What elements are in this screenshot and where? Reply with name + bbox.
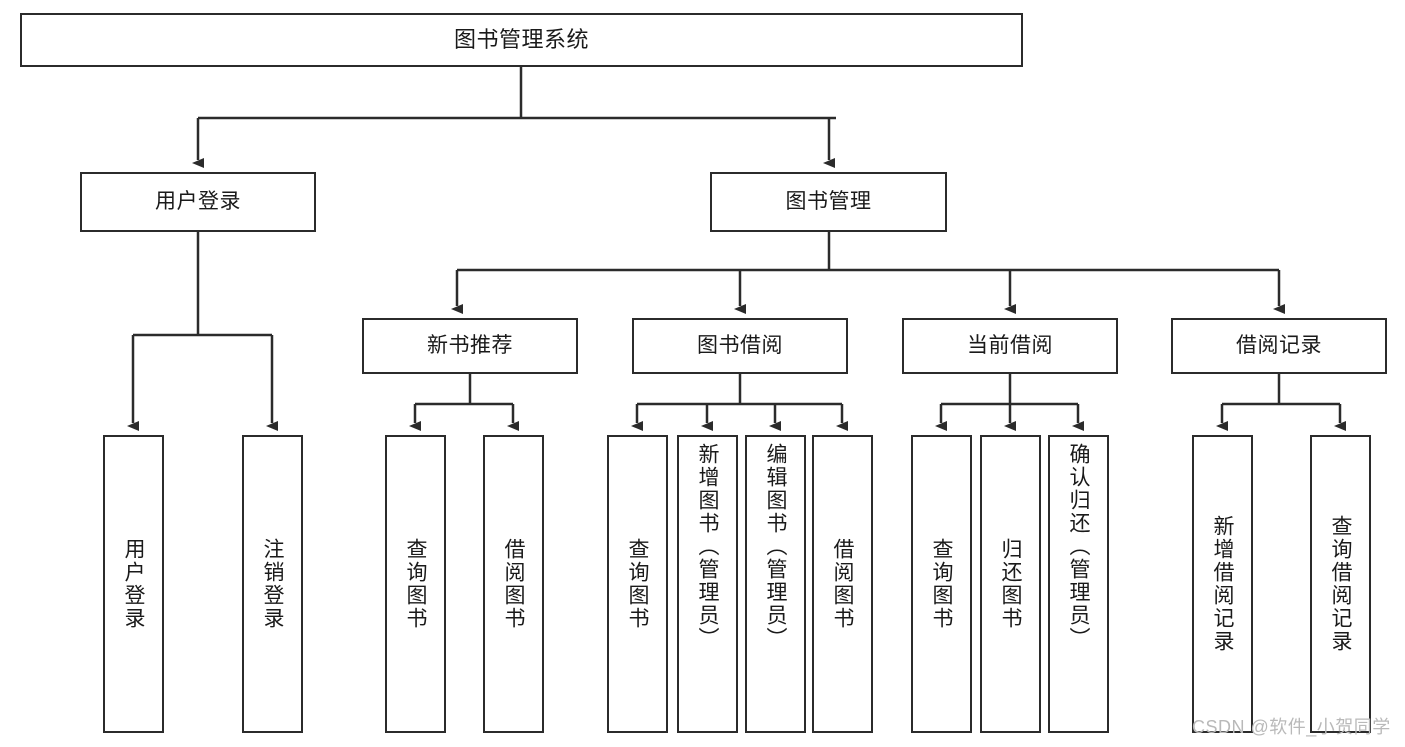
leaf-query-books-current[interactable]: 查询图书 <box>911 435 972 733</box>
node-current-borrowing[interactable]: 当前借阅 <box>902 318 1118 374</box>
leaf-add-book-admin[interactable]: 新增图书（管理员） <box>677 435 738 733</box>
node-label: 用户登录 <box>122 538 145 630</box>
node-label: 确认归还（管理员） <box>1067 443 1090 650</box>
node-label: 图书借阅 <box>697 333 783 357</box>
leaf-edit-book-admin[interactable]: 编辑图书（管理员） <box>745 435 806 733</box>
leaf-query-books-borrow[interactable]: 查询图书 <box>607 435 668 733</box>
node-root-book-management-system[interactable]: 图书管理系统 <box>20 13 1023 67</box>
node-label: 用户登录 <box>155 189 241 213</box>
node-label: 查询借阅记录 <box>1329 515 1352 653</box>
leaf-add-borrow-record[interactable]: 新增借阅记录 <box>1192 435 1253 733</box>
leaf-logout[interactable]: 注销登录 <box>242 435 303 733</box>
node-label: 借阅记录 <box>1236 333 1322 357</box>
node-user-login[interactable]: 用户登录 <box>80 172 316 232</box>
node-book-management[interactable]: 图书管理 <box>710 172 947 232</box>
leaf-query-books-recommend[interactable]: 查询图书 <box>385 435 446 733</box>
node-book-borrowing[interactable]: 图书借阅 <box>632 318 848 374</box>
node-label: 查询图书 <box>626 538 649 630</box>
node-label: 查询图书 <box>404 538 427 630</box>
node-new-book-recommendation[interactable]: 新书推荐 <box>362 318 578 374</box>
node-label: 注销登录 <box>261 538 284 630</box>
node-label: 借阅图书 <box>831 538 854 630</box>
leaf-borrow-books-recommend[interactable]: 借阅图书 <box>483 435 544 733</box>
leaf-confirm-return-admin[interactable]: 确认归还（管理员） <box>1048 435 1109 733</box>
node-label: 图书管理系统 <box>453 27 589 53</box>
node-label: 新增借阅记录 <box>1211 515 1234 653</box>
node-label: 新书推荐 <box>427 333 513 357</box>
leaf-borrow-books[interactable]: 借阅图书 <box>812 435 873 733</box>
node-label: 图书管理 <box>785 189 872 213</box>
node-label: 归还图书 <box>999 538 1022 630</box>
node-label: 借阅图书 <box>502 538 525 630</box>
node-label: 新增图书（管理员） <box>696 443 719 650</box>
leaf-return-books[interactable]: 归还图书 <box>980 435 1041 733</box>
leaf-user-login[interactable]: 用户登录 <box>103 435 164 733</box>
node-label: 编辑图书（管理员） <box>764 443 787 650</box>
leaf-query-borrow-record[interactable]: 查询借阅记录 <box>1310 435 1371 733</box>
node-borrow-records[interactable]: 借阅记录 <box>1171 318 1387 374</box>
csdn-watermark: CSDN @软件_小贺同学 <box>1192 717 1391 737</box>
node-label: 当前借阅 <box>967 333 1053 357</box>
node-label: 查询图书 <box>930 538 953 630</box>
